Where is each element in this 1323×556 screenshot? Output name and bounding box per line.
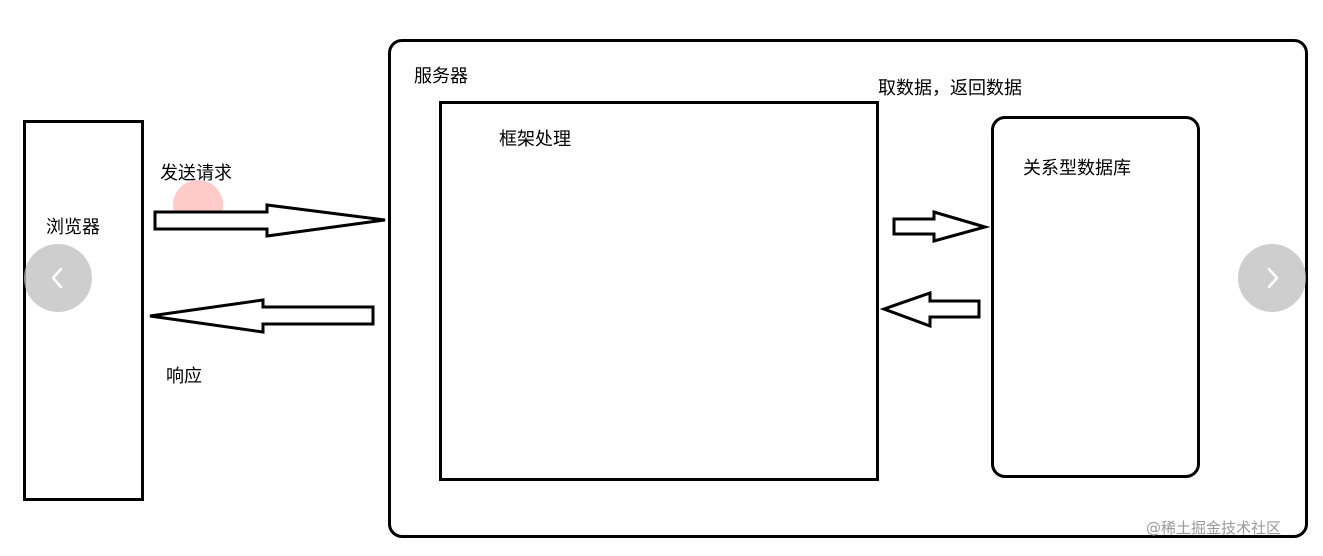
server-label: 服务器 <box>414 66 468 87</box>
next-slide-button[interactable] <box>1238 244 1306 312</box>
click-indicator <box>173 180 223 230</box>
response-label: 响应 <box>166 366 202 387</box>
watermark: @稀土掘金技术社区 <box>1146 519 1282 537</box>
browser-label: 浏览器 <box>46 217 100 238</box>
framework-box <box>439 101 879 481</box>
send-request-label: 发送请求 <box>160 163 232 184</box>
database-box <box>991 116 1200 478</box>
fetch-data-label: 取数据，返回数据 <box>878 78 1022 99</box>
response-arrow <box>149 298 375 334</box>
browser-box <box>23 120 144 501</box>
prev-slide-button[interactable] <box>24 244 92 312</box>
chevron-left-icon <box>51 267 63 289</box>
chevron-right-icon <box>1267 267 1279 289</box>
server-box <box>388 39 1308 538</box>
database-label: 关系型数据库 <box>1023 158 1131 179</box>
framework-label: 框架处理 <box>499 129 571 150</box>
